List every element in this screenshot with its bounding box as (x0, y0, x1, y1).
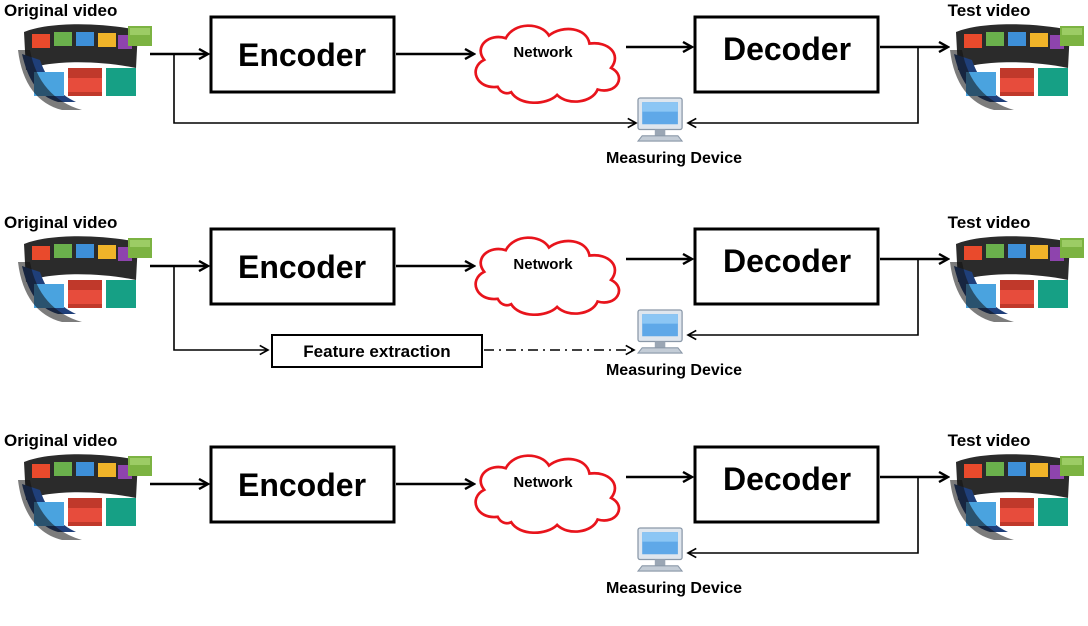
encoder-box (209, 15, 396, 94)
encoder-box (209, 227, 396, 306)
decoder-label: Decoder (723, 461, 851, 497)
test-video-icon (950, 236, 1084, 322)
measuring-device-icon (637, 527, 683, 572)
original-video-icon (18, 454, 152, 540)
arrow-reference-to-feature-extraction (173, 266, 270, 356)
test-video-icon (950, 454, 1084, 540)
decoder-label: Decoder (723, 31, 851, 67)
measuring-device-label: Measuring Device (606, 150, 742, 167)
decoder-label: Decoder (723, 243, 851, 279)
original-video-icon (18, 236, 152, 322)
decoder-box (693, 227, 880, 306)
network-cloud-icon (474, 236, 621, 317)
original-video-label: Original video (4, 1, 117, 20)
network-cloud-icon (474, 24, 621, 105)
original-video-label: Original video (4, 213, 117, 232)
test-video-label: Test video (948, 431, 1031, 450)
feature-extraction-label: Feature extraction (303, 342, 450, 361)
original-video-icon (18, 24, 152, 110)
network-cloud-icon (474, 454, 621, 535)
test-video-label: Test video (948, 213, 1031, 232)
test-video-icon (950, 24, 1084, 110)
network-label: Network (513, 256, 573, 273)
network-label: Network (513, 474, 573, 491)
encoder-label: Encoder (238, 37, 366, 73)
feature-extraction-box (271, 334, 483, 368)
arrow-decoder-to-measuring-device (686, 259, 919, 341)
arrow-reference-to-measuring-device (173, 54, 638, 129)
measuring-device-label: Measuring Device (606, 580, 742, 597)
measuring-device-label: Measuring Device (606, 362, 742, 379)
measuring-device-icon (637, 97, 683, 142)
measuring-device-icon (637, 309, 683, 354)
original-video-label: Original video (4, 431, 117, 450)
decoder-box (693, 445, 880, 524)
encoder-label: Encoder (238, 467, 366, 503)
arrow-decoder-to-measuring-device (686, 47, 919, 129)
decoder-box (693, 15, 880, 94)
arrow-decoder-to-measuring-device (686, 477, 919, 559)
test-video-label: Test video (948, 1, 1031, 20)
encoder-box (209, 445, 396, 524)
network-label: Network (513, 44, 573, 61)
encoder-label: Encoder (238, 249, 366, 285)
